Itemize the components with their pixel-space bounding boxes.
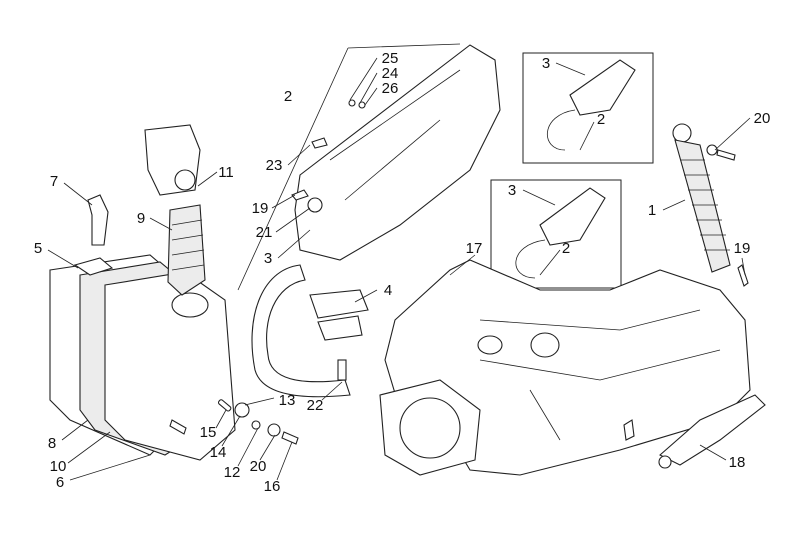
callout-19: 19 [252, 200, 269, 217]
exhaust-variant-inset-1 [522, 52, 654, 164]
air-filter-clamp-parts [169, 399, 299, 445]
callout-24: 24 [382, 65, 399, 82]
kickstart-lever [658, 394, 766, 469]
callout-22: 22 [307, 397, 324, 414]
callout-7: 7 [50, 173, 58, 190]
intake-pipe-7 [87, 194, 109, 246]
callout-23: 23 [266, 157, 283, 174]
callout-17: 17 [466, 240, 483, 257]
callout-15: 15 [200, 424, 217, 441]
exhaust-group-outline [237, 43, 461, 291]
callout-14: 14 [210, 444, 227, 461]
callout-21: 21 [256, 224, 273, 241]
callout-20-shock: 20 [754, 110, 771, 127]
callout-9: 9 [137, 210, 145, 227]
callout-3-inset2: 3 [508, 182, 516, 199]
air-filter-box [49, 254, 236, 461]
callout-6: 6 [56, 474, 64, 491]
callout-16: 16 [264, 478, 281, 495]
callout-8: 8 [48, 435, 56, 452]
callout-2-inset1: 2 [597, 111, 605, 128]
callout-2-inset2: 2 [562, 240, 570, 257]
callout-5: 5 [34, 240, 42, 257]
engine-assembly [379, 259, 751, 476]
exhaust-muffler [251, 44, 501, 398]
callout-labels: 25 24 26 2 23 19 21 3 11 7 9 5 3 2 20 1 … [34, 50, 771, 495]
callout-13: 13 [279, 392, 296, 409]
callout-11: 11 [218, 164, 234, 181]
shock-absorber [672, 123, 749, 287]
intake-hose-9 [167, 204, 206, 296]
callout-18: 18 [729, 454, 746, 471]
callout-12: 12 [224, 464, 241, 481]
callout-3: 3 [264, 250, 272, 267]
leader-lines [47, 57, 751, 481]
callout-26: 26 [382, 80, 399, 97]
callout-25: 25 [382, 50, 399, 67]
callout-20: 20 [250, 458, 267, 475]
callout-4: 4 [384, 282, 392, 299]
callout-19-shock: 19 [734, 240, 751, 257]
callout-2: 2 [284, 88, 292, 105]
callout-10: 10 [50, 458, 67, 475]
exhaust-variant-inset-2 [490, 179, 622, 289]
callout-1: 1 [648, 202, 656, 219]
callout-3-inset1: 3 [542, 55, 550, 72]
carburetor [144, 124, 201, 196]
